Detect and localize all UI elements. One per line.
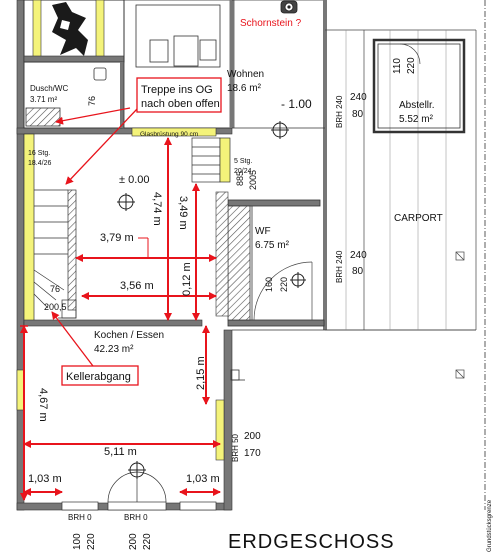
brh-kitchen-h: 170 xyxy=(244,448,261,459)
chimney-symbol xyxy=(280,0,298,14)
brh-lower-w: 240 xyxy=(350,250,367,261)
dim-103b: 1,03 m xyxy=(186,473,220,485)
brh-bottom-left-w: 100 xyxy=(72,533,83,550)
brh-upper-w: 240 xyxy=(350,92,367,103)
dim-511: 5,11 m xyxy=(104,446,137,458)
upper-left-room xyxy=(23,0,125,63)
abstell-window-220: 220 xyxy=(406,57,417,74)
brh-bottom-left-h: 220 xyxy=(86,533,97,550)
room-name-carport: CARPORT xyxy=(394,213,443,224)
storage-room xyxy=(372,38,466,134)
opening-wohnen-885: 885 xyxy=(235,171,245,186)
room-name-kochen: Kochen / Essen xyxy=(94,330,164,341)
brh-upper-h: 80 xyxy=(352,109,364,120)
glass-railing xyxy=(131,127,217,137)
abstell-window-110: 110 xyxy=(392,58,403,74)
plan-texts: Schornstein ? Treppe ins OG nach oben of… xyxy=(28,18,493,552)
dimension-lines xyxy=(20,137,221,501)
brh-kitchen-label: BRH 50 xyxy=(231,433,240,462)
carport-roof xyxy=(325,29,477,379)
chimney-note: Schornstein ? xyxy=(240,18,302,29)
brh-kitchen-w: 200 xyxy=(244,431,261,442)
brh-bottom-left-label: BRH 0 xyxy=(68,513,92,522)
stairs-main-ratio: 18.4/26 xyxy=(28,160,51,167)
opening-wf-160: 160 xyxy=(264,277,274,292)
bottom-openings xyxy=(61,471,217,511)
shower-room xyxy=(23,61,124,129)
brh-lower-label: BRH 240 xyxy=(335,250,344,283)
level-zero: ± 0.00 xyxy=(119,174,150,186)
living-room xyxy=(123,0,235,129)
room-area-wf: 6.75 m² xyxy=(255,240,290,251)
opening-wf-220: 220 xyxy=(279,277,289,292)
callout-pointers xyxy=(51,107,139,371)
stairs-small-ratio: 20/24 xyxy=(234,168,252,175)
dim-467: 4,67 m xyxy=(37,388,49,422)
terrace-outline xyxy=(230,329,476,381)
cellar-callout-box xyxy=(61,365,139,386)
stairs-callout-box xyxy=(136,77,222,113)
stairs-main-count: 16 Stg. xyxy=(28,150,50,157)
dim-356: 3,56 m xyxy=(120,280,154,292)
brh-bottom-right-w: 200 xyxy=(128,533,139,550)
opening-dusch-door: 76 xyxy=(87,96,97,106)
dim-474: 4,74 m xyxy=(151,192,163,226)
small-staircase xyxy=(191,137,231,183)
room-area-kochen: 42.23 m² xyxy=(94,344,134,355)
dim-379: 3,79 m xyxy=(100,232,134,244)
room-area-dusch: 3.71 m² xyxy=(30,95,57,104)
exterior-walls xyxy=(16,0,233,511)
opening-wohnen-2005: 2005 xyxy=(248,170,258,190)
brh-upper-label: BRH 240 xyxy=(335,95,344,128)
room-area-wohnen: 18.6 m² xyxy=(227,83,262,94)
dim-012: 0,12 m xyxy=(181,262,193,296)
right-wing xyxy=(227,0,327,330)
room-level-wohnen: - 1.00 xyxy=(281,97,312,111)
brh-bottom-right-label: BRH 0 xyxy=(124,513,148,522)
dim-103a: 1,03 m xyxy=(28,473,62,485)
cellar-height: 200,5 xyxy=(44,302,67,312)
stairs-callout-line2: nach oben offen xyxy=(141,98,220,110)
dim-215: 2,15 m xyxy=(195,356,207,390)
room-name-wohnen: Wohnen xyxy=(227,69,264,80)
room-name-dusch: Dusch/WC xyxy=(30,84,68,93)
floor-title: ERDGESCHOSS xyxy=(228,531,395,553)
cellar-callout: Kellerabgang xyxy=(66,371,131,383)
stairs-callout-line1: Treppe ins OG xyxy=(141,84,213,96)
glass-rail-label: Glasbrüstung 90 cm xyxy=(140,131,198,138)
dim-349: 3,49 m xyxy=(177,196,189,230)
stairs-small-count: 5 Stg. xyxy=(234,158,252,165)
room-name-wf: WF xyxy=(255,226,271,237)
light-fixtures xyxy=(117,121,306,479)
brh-lower-h: 80 xyxy=(352,266,364,277)
room-name-abstell: Abstellr. xyxy=(399,100,435,111)
brh-bottom-right-h: 220 xyxy=(142,533,153,550)
cellar-mark: 76 xyxy=(50,284,60,294)
property-line-label: Grundstücksgrenze xyxy=(487,499,493,552)
room-area-abstell: 5.52 m² xyxy=(399,114,434,125)
